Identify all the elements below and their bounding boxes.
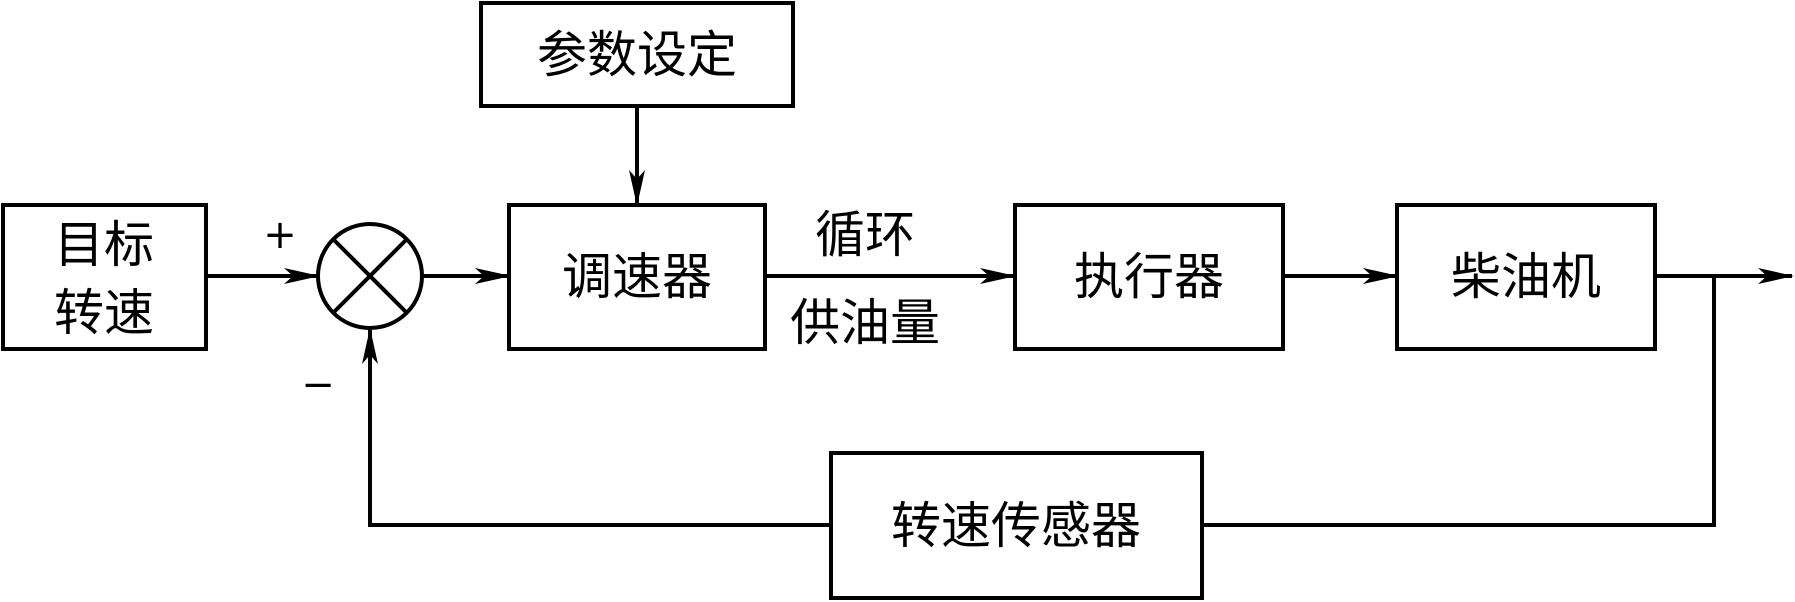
feedback-to-junction-arrow <box>362 328 831 527</box>
speed-sensor-block: 转速传感器 <box>829 451 1204 600</box>
actuator-label: 执行器 <box>1074 248 1224 306</box>
target-speed-block: 目标 转速 <box>1 203 208 351</box>
diesel-engine-label: 柴油机 <box>1451 248 1601 306</box>
fuel-signal-label-line2: 供油量 <box>790 294 940 352</box>
governor-block: 调速器 <box>507 203 767 351</box>
speed-sensor-label: 转速传感器 <box>891 497 1141 555</box>
feedback-line-right <box>1202 276 1716 527</box>
param-setting-block: 参数设定 <box>479 1 795 108</box>
fuel-signal-label-line1: 循环 <box>815 206 915 264</box>
summing-junction <box>316 222 424 330</box>
target-speed-label-line1: 目标 <box>54 216 154 274</box>
plus-sign: + <box>263 212 297 258</box>
diesel-engine-block: 柴油机 <box>1395 203 1657 351</box>
actuator-block: 执行器 <box>1013 203 1285 351</box>
minus-sign: − <box>301 362 335 408</box>
target-speed-label-line2: 转速 <box>54 284 154 342</box>
governor-label: 调速器 <box>562 248 712 306</box>
param-setting-label: 参数设定 <box>537 26 737 84</box>
